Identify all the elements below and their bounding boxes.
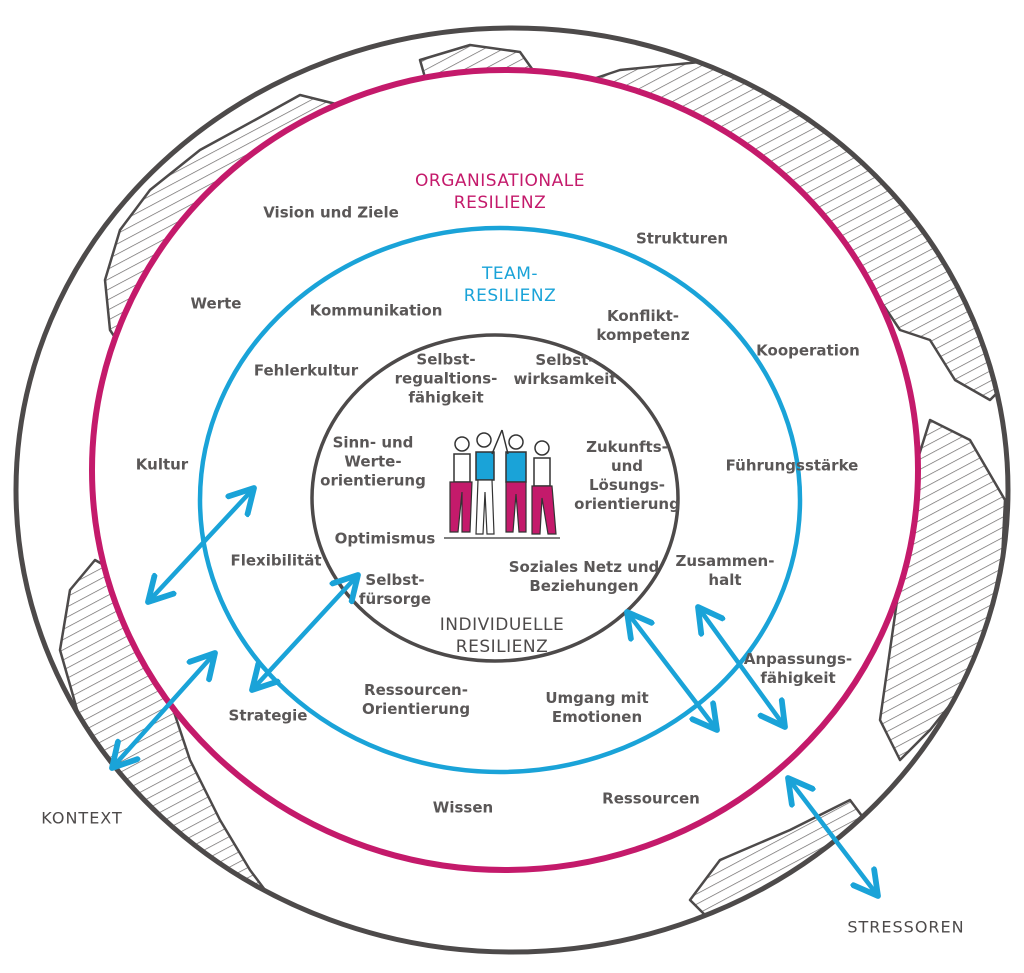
stressoren-label: STRESSOREN	[847, 917, 965, 937]
kontext-label: KONTEXT	[41, 808, 123, 828]
factor-soziales-netz: Soziales Netz und Beziehungen	[508, 558, 660, 595]
factor-zusammenhalt: Zusammen- halt	[675, 552, 775, 589]
factor-wissen: Wissen	[432, 798, 494, 817]
individual-title: INDIVIDUELLE RESILIENZ	[439, 615, 565, 657]
people-group-icon	[444, 429, 560, 539]
factor-fuehrung: Führungsstärke	[725, 456, 859, 475]
factor-kooperation: Kooperation	[756, 341, 860, 360]
stressor-arrows	[112, 488, 878, 896]
factor-ressourcen-orientierung: Ressourcen- Orientierung	[361, 681, 471, 718]
factor-vision: Vision und Ziele	[263, 203, 399, 222]
arrow-kultur-flexibilitaet	[148, 488, 254, 602]
arrow-strategie-selbstfuersorge	[252, 575, 358, 690]
factor-ressourcen: Ressourcen	[602, 789, 700, 808]
factor-kommunikation: Kommunikation	[309, 301, 443, 320]
individual-ring	[310, 333, 680, 663]
factor-optimismus: Optimismus	[334, 529, 436, 548]
factor-selbstfuersorge: Selbst- fürsorge	[358, 571, 432, 608]
factor-flexibilitaet: Flexibilität	[230, 551, 322, 570]
team-title: TEAM- RESILIENZ	[463, 264, 557, 306]
factor-zukunft: Zukunfts- und Lösungs- orientierung	[574, 438, 680, 513]
organisation-ring	[89, 67, 921, 873]
factor-sinn: Sinn- und Werte- orientierung	[320, 433, 426, 490]
arrow-kontext	[112, 653, 215, 768]
factor-selbstregulation: Selbst- regualtions- fähigkeit	[394, 350, 498, 407]
factor-strategie: Strategie	[228, 706, 308, 725]
arrow-stressoren	[788, 778, 878, 896]
factor-fehlerkultur: Fehlerkultur	[253, 361, 359, 380]
factor-selbstwirksamkeit: Selbst- wirksamkeit	[513, 351, 617, 388]
organisation-title: ORGANISATIONALE RESILIENZ	[415, 171, 585, 213]
factor-strukturen: Strukturen	[635, 229, 729, 248]
factor-konflikt: Konflikt- kompetenz	[596, 307, 690, 344]
factor-emotionen: Umgang mit Emotionen	[545, 689, 649, 726]
factor-anpassung: Anpassungs- fähigkeit	[743, 650, 853, 687]
factor-kultur: Kultur	[135, 455, 189, 474]
earth-outline	[13, 25, 1011, 955]
arrow-zusammenhalt-anpassung	[698, 607, 785, 727]
factor-werte: Werte	[190, 294, 242, 313]
